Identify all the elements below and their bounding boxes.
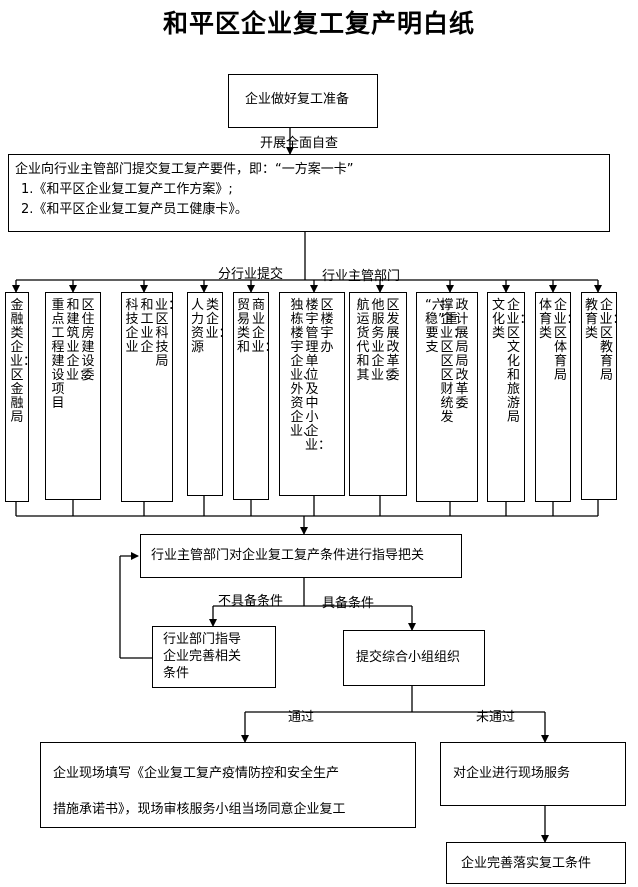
department-col: 政计展局局改革委 — [455, 298, 469, 411]
department-col: 企业：区体育局 — [553, 298, 580, 383]
submit-documents-box: 企业向行业主管部门提交复工复产要件，即：“一方案一卡” 1.《和平区企业复工复产… — [8, 154, 610, 232]
department-text: 航运货代和其 他服务业企业： 区发展改革委 — [350, 299, 406, 491]
department-col: 区楼宇办 — [320, 298, 334, 355]
department-col: 贸易类和 — [236, 298, 250, 355]
qualified-label: 具备条件 — [322, 596, 375, 611]
submit-by-industry-label: 分行业提交 — [218, 267, 284, 282]
department-col: “六稳”重要支 — [425, 298, 458, 355]
department-col: 科技企业 — [125, 298, 139, 355]
department-box-technology: 科技企业 和工业企 业：区科技局 — [121, 292, 182, 502]
self-check-label: 开展全面自查 — [260, 136, 339, 151]
commitment-line-2: 措施承诺书》，现场审核服务小组当场同意企业复工 — [53, 802, 346, 817]
department-col: 类企业： — [205, 298, 232, 341]
department-col: 区发展改革委 — [386, 298, 400, 383]
onsite-service-box: 对企业进行现场服务 — [440, 742, 626, 806]
submit-group-box: 提交综合小组组织 — [343, 630, 485, 686]
department-box-development: 航运货代和其 他服务业企业： 区发展改革委 — [349, 292, 407, 496]
prepare-box: 企业做好复工准备 — [228, 74, 378, 128]
guide-line-2: 企业完善相关 — [163, 649, 242, 664]
prepare-text: 企业做好复工准备 — [245, 92, 350, 107]
not-qualified-label: 不具备条件 — [218, 594, 284, 609]
department-col: 金融类企业：区金融局 — [10, 298, 37, 425]
department-col: 重点工程建设项目 — [51, 298, 65, 411]
department-text: “六稳”重要支 撑企业：区区区财统发 政计展局局改革委 — [417, 299, 477, 497]
commitment-line-1: 企业现场填写《企业复工复产疫情防控和安全生产 — [53, 766, 340, 781]
department-col: 体育类 — [538, 298, 552, 341]
department-col: 撑企业：区区区财统发 — [440, 298, 467, 425]
department-text: 独栋楼宇企业、外资企业、 楼宇管理单位及中小企业： 区楼宇办 — [280, 299, 344, 491]
department-text: 金融类企业：区金融局 — [6, 298, 37, 497]
guide-line-3: 条件 — [163, 666, 190, 681]
department-box-buildings: 独栋楼宇企业、外资企业、 楼宇管理单位及中小企业： 区楼宇办 — [279, 292, 345, 496]
improve-conditions-box: 企业完善落实复工条件 — [446, 842, 626, 884]
department-col: 航运货代和其 — [356, 298, 370, 383]
department-col: 教育类 — [584, 298, 598, 341]
department-col: 区住房建设委 — [81, 298, 95, 383]
guide-line-1: 行业部门指导 — [163, 632, 242, 647]
department-col: 和工业企 — [140, 298, 154, 355]
departments-label: 行业主管部门 — [322, 269, 401, 284]
department-box-human-resources: 人力资源 类企业： — [187, 292, 232, 496]
department-text: 体育类 企业：区体育局 — [536, 298, 580, 497]
department-box-culture: 文化类 企业：区文化和旅游局 — [487, 292, 533, 502]
submit-line-2: 1.《和平区企业复工复产工作方案》; — [21, 182, 233, 197]
guidance-check-text: 行业主管部门对企业复工复产条件进行指导把关 — [151, 548, 425, 563]
department-col: 企业：区文化和旅游局 — [506, 298, 533, 425]
submit-group-text: 提交综合小组组织 — [356, 650, 461, 665]
department-box-sports: 体育类 企业：区体育局 — [535, 292, 580, 502]
onsite-commitment-box: 企业现场填写《企业复工复产疫情防控和安全生产 措施承诺书》，现场审核服务小组当场… — [40, 742, 416, 828]
submit-line-1: 企业向行业主管部门提交复工复产要件，即：“一方案一卡” — [15, 162, 354, 177]
fail-label: 未通过 — [476, 710, 516, 725]
pass-label: 通过 — [288, 710, 315, 725]
department-col: 企业：区教育局 — [599, 298, 626, 383]
department-box-six-stability: “六稳”重要支 撑企业：区区区财统发 政计展局局改革委 — [416, 292, 478, 502]
department-text: 重点工程建设项目 和建筑业企业： 区住房建设委 — [46, 299, 100, 495]
department-col: 人力资源 — [190, 298, 204, 355]
department-guide-box: 行业部门指导 企业完善相关 条件 — [152, 626, 276, 688]
department-col: 文化类 — [491, 298, 505, 341]
department-col: 和建筑业企业： — [66, 298, 93, 383]
submit-line-3: 2.《和平区企业复工复产员工健康卡》。 — [21, 202, 248, 217]
department-col: 他服务业企业： — [371, 298, 398, 383]
department-box-construction: 重点工程建设项目 和建筑业企业： 区住房建设委 — [45, 292, 101, 500]
department-col: 商业企业： — [251, 298, 278, 355]
improve-conditions-text: 企业完善落实复工条件 — [461, 856, 592, 871]
department-box-education: 教育类 企业：区教育局 — [581, 292, 626, 500]
onsite-service-text: 对企业进行现场服务 — [453, 766, 571, 781]
department-text: 文化类 企业：区文化和旅游局 — [488, 298, 533, 497]
department-box-finance: 金融类企业：区金融局 — [5, 292, 37, 502]
department-box-commerce: 贸易类和 商业企业： — [233, 292, 278, 500]
department-col: 独栋楼宇企业、外资企业、 — [290, 298, 317, 439]
department-text: 科技企业 和工业企 业：区科技局 — [122, 298, 182, 497]
guidance-check-box: 行业主管部门对企业复工复产条件进行指导把关 — [140, 534, 462, 578]
department-text: 教育类 企业：区教育局 — [582, 298, 626, 495]
department-col: 业：区科技局 — [155, 298, 182, 369]
department-box-finance-inner — [5, 292, 29, 502]
page-title: 和平区企业复工复产明白纸 — [162, 9, 475, 38]
department-text: 人力资源 类企业： — [188, 298, 232, 491]
department-col: 楼宇管理单位及中小企业： — [305, 298, 332, 453]
department-text: 贸易类和 商业企业： — [234, 298, 278, 495]
